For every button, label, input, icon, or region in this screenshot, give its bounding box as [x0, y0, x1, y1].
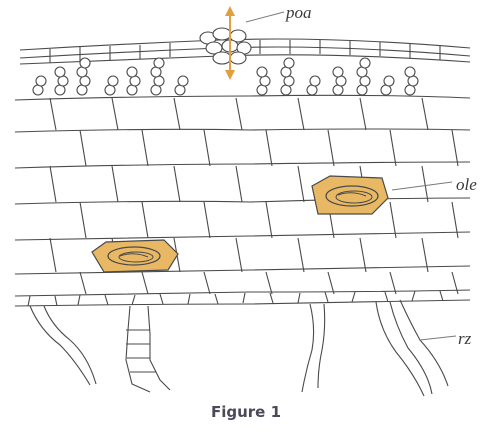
cell-wall [389, 271, 397, 295]
rhizoids [29, 299, 449, 397]
cell-wall [421, 165, 429, 203]
cell-wall [49, 97, 57, 131]
cell-wall [141, 129, 149, 167]
cell-wall [49, 237, 57, 273]
bead [404, 66, 416, 78]
cell-wall [79, 201, 87, 239]
bead [256, 66, 268, 78]
cell-wall [451, 129, 459, 167]
lower-cell-layer [14, 290, 471, 307]
cell-wall [235, 237, 243, 273]
cell-wall [141, 201, 149, 239]
bead [79, 57, 91, 69]
cell-wall [173, 97, 181, 131]
leader-lines [245, 11, 457, 341]
label-rz: rz [458, 329, 472, 348]
cell-wall [111, 97, 119, 131]
bead [332, 66, 344, 78]
cell-wall [265, 129, 273, 167]
bead [153, 57, 165, 69]
parenchyma-cells [14, 94, 471, 297]
bead [177, 75, 189, 87]
label-ole: ole [456, 175, 477, 194]
bead [126, 66, 138, 78]
cell-wall [79, 129, 87, 167]
cell-wall [389, 129, 397, 167]
ole-cells [91, 175, 389, 273]
cell-wall [421, 97, 429, 131]
cell-wall [79, 271, 87, 295]
cell-wall [451, 201, 459, 239]
cell-wall [297, 237, 305, 273]
bead [107, 75, 119, 87]
cell-wall [297, 165, 305, 203]
ole-cell-lower [91, 239, 179, 273]
bead [359, 57, 371, 69]
cell-wall [235, 165, 243, 203]
cell-wall [203, 201, 211, 239]
bead-chains [32, 57, 419, 96]
bead [309, 75, 321, 87]
bead [283, 57, 295, 69]
cell-wall [203, 271, 211, 295]
cell-wall [297, 97, 305, 131]
cell-wall [327, 271, 335, 295]
bead [383, 75, 395, 87]
cell-wall [327, 129, 335, 167]
bead [54, 66, 66, 78]
cell-wall [235, 97, 243, 131]
cell-wall [49, 165, 57, 203]
ole-cell-upper [311, 175, 389, 215]
cell-wall [451, 271, 459, 295]
cell-wall [359, 237, 367, 273]
pore-structure [199, 27, 252, 65]
cell-wall [359, 97, 367, 131]
cell-wall [421, 237, 429, 273]
figure-caption: Figure 1 [211, 403, 281, 421]
cell-wall [203, 129, 211, 167]
cell-wall [265, 271, 273, 295]
bead [35, 75, 47, 87]
cell-wall [389, 201, 397, 239]
double-arrow-icon [225, 6, 235, 80]
cell-wall [111, 165, 119, 203]
cell-wall [141, 271, 149, 295]
label-poa: poa [285, 3, 312, 22]
cell-wall [265, 201, 273, 239]
cell-wall [173, 165, 181, 203]
